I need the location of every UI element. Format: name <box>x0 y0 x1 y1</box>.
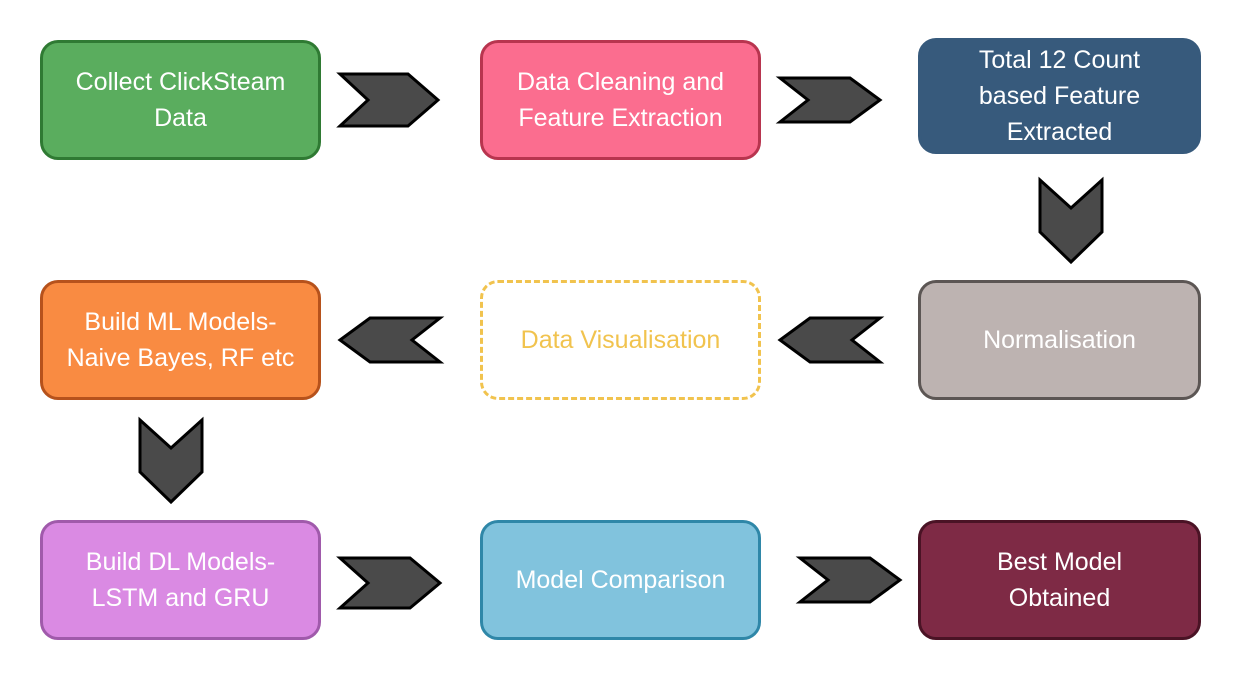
arrow-down-icon <box>138 416 204 505</box>
arrow-right-icon <box>336 556 443 610</box>
node-build-ml-models: Build ML Models- Naive Bayes, RF etc <box>40 280 321 400</box>
node-model-comparison: Model Comparison <box>480 520 761 640</box>
arrow-left-icon <box>777 316 885 364</box>
node-collect-clickstream-data: Collect ClickSteam Data <box>40 40 321 160</box>
node-data-visualisation: Data Visualisation <box>480 280 761 400</box>
node-data-cleaning: Data Cleaning and Feature Extraction <box>480 40 761 160</box>
node-normalisation: Normalisation <box>918 280 1201 400</box>
arrow-down-icon <box>1038 176 1104 265</box>
arrow-right-icon <box>795 556 903 604</box>
arrow-right-icon <box>336 72 441 128</box>
node-best-model: Best Model Obtained <box>918 520 1201 640</box>
node-count-features: Total 12 Count based Feature Extracted <box>918 38 1201 154</box>
arrow-right-icon <box>775 76 883 124</box>
arrow-left-icon <box>337 316 445 364</box>
node-build-dl-models: Build DL Models- LSTM and GRU <box>40 520 321 640</box>
